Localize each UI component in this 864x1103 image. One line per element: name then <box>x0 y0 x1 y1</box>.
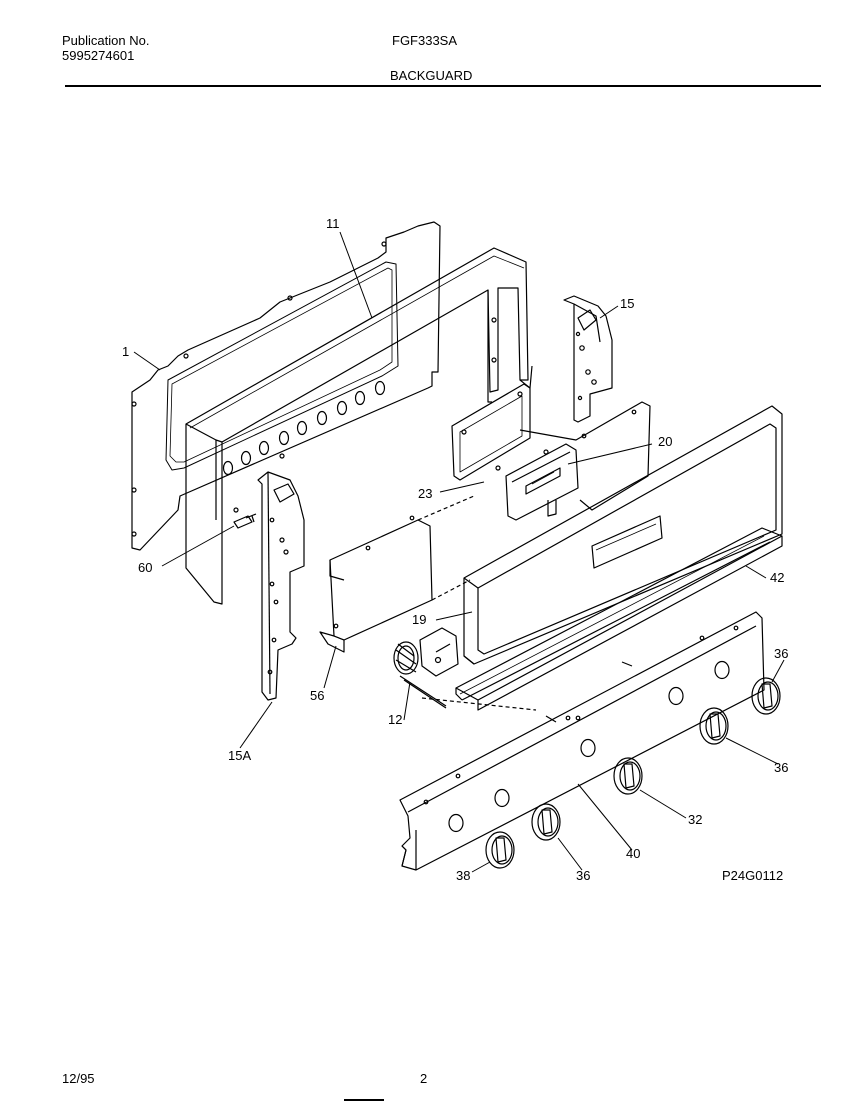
callout-40: 40 <box>626 846 640 861</box>
knob-36-top <box>751 677 781 715</box>
callout-15: 15 <box>620 296 634 311</box>
header-rule <box>65 85 821 87</box>
callout-42: 42 <box>770 570 784 585</box>
page-number: 2 <box>420 1071 428 1086</box>
drawing-id: P24G0112 <box>722 868 783 883</box>
part-timer-module <box>505 401 651 521</box>
part-screw <box>233 513 257 529</box>
callout-36-top: 36 <box>774 646 788 661</box>
callout-38: 38 <box>456 868 470 883</box>
part-backguard-frame <box>185 247 533 605</box>
callout-20: 20 <box>658 434 672 449</box>
part-rear-panel <box>131 221 441 551</box>
footer-rule <box>344 1099 384 1101</box>
knob-38 <box>485 831 515 869</box>
callout-23: 23 <box>418 486 432 501</box>
knob-36-mid <box>699 707 729 745</box>
callout-36-bottom: 36 <box>576 868 590 883</box>
callout-56: 56 <box>310 688 324 703</box>
part-bracket-plate <box>451 383 531 481</box>
part-control-panel <box>463 405 783 665</box>
part-switch <box>393 627 459 709</box>
publication-number: 5995274601 <box>62 48 135 63</box>
callout-11: 11 <box>326 216 340 231</box>
callout-60: 60 <box>138 560 152 575</box>
model-number: FGF333SA <box>392 33 458 48</box>
callout-19: 19 <box>412 612 426 627</box>
part-left-bracket <box>257 471 305 701</box>
part-lower-panel <box>399 611 765 871</box>
callout-32: 32 <box>688 812 702 827</box>
callout-36-mid: 36 <box>774 760 788 775</box>
callout-labels: 11 1 15 20 23 42 60 19 56 12 15A 36 36 3… <box>122 216 788 883</box>
leader-lines <box>133 231 785 873</box>
publication-label: Publication No. <box>62 33 150 48</box>
callout-15a: 15A <box>228 748 251 763</box>
part-shield <box>319 495 475 653</box>
callout-1: 1 <box>122 344 129 359</box>
callout-12: 12 <box>388 712 402 727</box>
section-title: BACKGUARD <box>390 68 473 83</box>
knob-32 <box>613 757 643 795</box>
part-trim-strip <box>455 527 783 711</box>
part-right-bracket <box>563 295 613 423</box>
knob-36-bottom <box>531 803 561 841</box>
footer-date: 12/95 <box>62 1071 95 1086</box>
